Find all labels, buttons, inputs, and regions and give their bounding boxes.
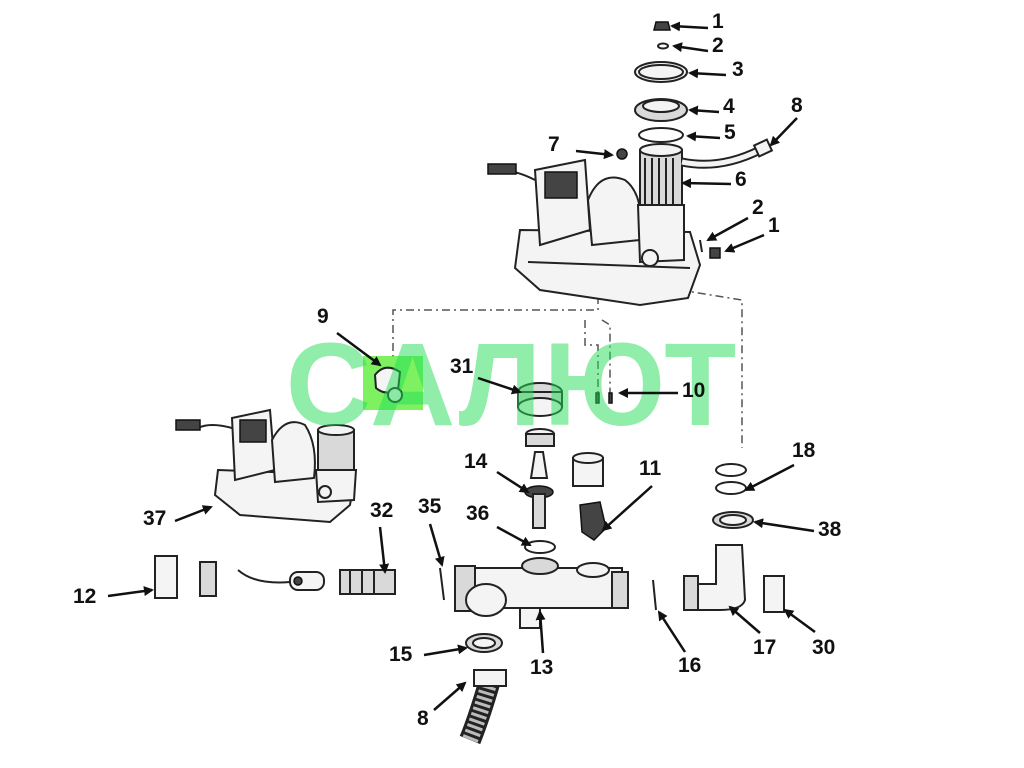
callout-number: 2 <box>712 34 724 57</box>
callout-number: 1 <box>768 214 780 237</box>
callout-number: 4 <box>723 95 735 118</box>
callout-number: 2 <box>752 196 764 219</box>
callout-arrow <box>423 644 468 657</box>
callout-arrow <box>107 586 154 598</box>
callout-number: 35 <box>418 495 442 518</box>
callout-number: 1 <box>712 10 724 33</box>
callout-arrow <box>724 233 765 253</box>
callout-number: 32 <box>370 499 393 522</box>
callout-number: 6 <box>735 168 747 191</box>
callout-arrow <box>496 525 532 547</box>
callout-arrow <box>753 518 815 533</box>
callout-arrow <box>601 485 653 532</box>
callout-arrow <box>428 523 445 567</box>
callout-arrow <box>688 68 727 79</box>
callout-number: 36 <box>466 502 489 525</box>
callout-arrow <box>706 216 749 242</box>
watermark: САЛЮТ <box>286 319 739 451</box>
callout-number: 31 <box>450 355 474 378</box>
callout-arrow <box>575 149 614 160</box>
callout-number: 9 <box>317 305 329 328</box>
loose-parts <box>154 356 785 745</box>
callout-arrow <box>336 331 382 367</box>
callout-number: 30 <box>812 636 835 659</box>
callout-number: 14 <box>464 450 488 473</box>
callout-arrow <box>672 42 709 53</box>
callout-arrow <box>477 376 522 395</box>
callout-arrow <box>535 610 546 654</box>
callout-arrow <box>496 470 530 494</box>
callout-number: 10 <box>682 379 705 402</box>
pump-assembly-top <box>487 138 774 307</box>
callout-number: 3 <box>732 58 744 81</box>
callout-arrow <box>657 610 687 653</box>
callout-number: 17 <box>753 636 776 659</box>
callout-arrow <box>378 526 390 574</box>
callout-number: 16 <box>678 654 701 677</box>
callout-arrow <box>783 608 816 634</box>
callout-number: 18 <box>792 439 816 462</box>
callout-number: 11 <box>639 457 662 480</box>
callout-number: 8 <box>417 707 429 730</box>
callout-arrow <box>728 605 761 634</box>
callout-arrow <box>174 505 213 523</box>
callout-arrow <box>686 131 721 142</box>
callout-number: 38 <box>818 518 842 541</box>
callout-arrow <box>681 178 732 189</box>
callout-arrow <box>769 117 798 147</box>
callout-number: 12 <box>73 585 96 608</box>
callout-number: 15 <box>389 643 413 666</box>
pump-assembly-side <box>175 408 358 524</box>
callout-number: 37 <box>143 507 166 530</box>
callout-number: 7 <box>548 133 560 156</box>
callout-arrow <box>433 681 467 711</box>
callout-number: 8 <box>791 94 803 117</box>
callout-number: 13 <box>530 656 553 679</box>
top-small-parts <box>616 21 721 259</box>
callout-arrow <box>744 463 795 492</box>
callout-number: 5 <box>724 121 736 144</box>
assembly-guide-lines <box>392 289 743 448</box>
callout-arrow <box>670 21 709 32</box>
callout-arrow <box>688 105 720 116</box>
